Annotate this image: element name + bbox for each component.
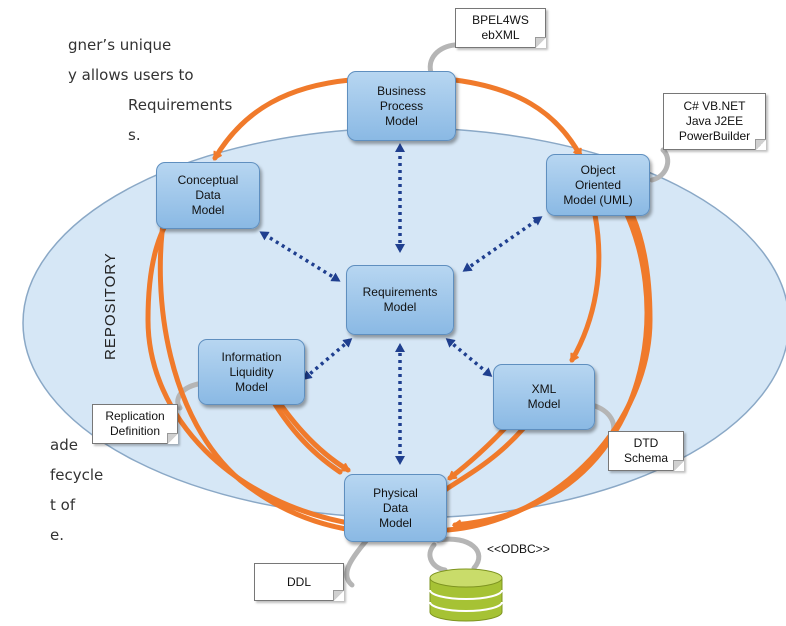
dtd-note-text: DTD Schema bbox=[623, 436, 669, 465]
conceptual-data-model-label: Conceptual Data Model bbox=[177, 173, 239, 217]
side-text-top-1: gner’s unique bbox=[68, 36, 172, 54]
business-process-model-node: Business Process Model bbox=[347, 71, 456, 141]
business-process-model-label: Business Process Model bbox=[377, 83, 426, 128]
bpel-note: BPEL4WS ebXML bbox=[455, 8, 546, 48]
side-text-top-4: s. bbox=[128, 126, 141, 144]
orange-arrow-object-to-xml bbox=[569, 212, 602, 360]
physical-data-model-label: Physical Data Model bbox=[373, 485, 418, 530]
information-liquidity-model-node: Information Liquidity Model bbox=[198, 339, 305, 405]
physical-data-model-node: Physical Data Model bbox=[344, 474, 447, 542]
object-oriented-model-label: Object Oriented Model (UML) bbox=[563, 162, 633, 207]
blue-arrow-req-conceptual bbox=[259, 231, 341, 282]
ddl-note-text: DDL bbox=[286, 574, 311, 589]
bpel-note-text: BPEL4WS ebXML bbox=[472, 13, 529, 42]
requirements-model-node: Requirements Model bbox=[346, 265, 454, 335]
orange-arrow-outer-left-down bbox=[157, 207, 352, 530]
side-text-bottom-2: fecycle bbox=[50, 466, 104, 484]
odbc-connector-left bbox=[427, 542, 448, 573]
languages-note: C# VB.NET Java J2EE PowerBuilder bbox=[663, 93, 766, 150]
requirements-model-label: Requirements Model bbox=[362, 285, 438, 314]
side-text-top-2: y allows users to bbox=[68, 66, 194, 84]
languages-note-text: C# VB.NET Java J2EE PowerBuilder bbox=[678, 99, 751, 143]
side-text-top-3: Requirements bbox=[128, 96, 233, 114]
information-liquidity-model-label: Information Liquidity Model bbox=[221, 349, 282, 394]
side-text-bottom-1: ade bbox=[50, 436, 78, 454]
orange-arrow-bp-to-object bbox=[452, 77, 583, 155]
odbc-connector-right bbox=[435, 536, 482, 571]
repository-label: REPOSITORY bbox=[102, 252, 119, 360]
replication-note: Replication Definition bbox=[92, 404, 178, 444]
side-text-bottom-3: t of bbox=[50, 496, 76, 514]
blue-arrow-req-xml bbox=[445, 338, 493, 377]
orange-arrow-outer-right-down bbox=[455, 205, 650, 525]
orange-arrow-bp-to-conceptual bbox=[212, 77, 353, 158]
xml-model-node: XML Model bbox=[493, 364, 595, 430]
xml-model-label: XML Model bbox=[527, 382, 561, 411]
blue-arrow-req-info bbox=[302, 338, 353, 380]
database-icon bbox=[429, 568, 503, 622]
replication-note-text: Replication Definition bbox=[105, 409, 165, 438]
odbc-label: <<ODBC>> bbox=[487, 542, 550, 556]
side-text-bottom-4: e. bbox=[50, 526, 64, 544]
languages-connector bbox=[649, 147, 671, 183]
object-oriented-model-node: Object Oriented Model (UML) bbox=[546, 154, 650, 216]
ddl-note: DDL bbox=[254, 563, 344, 601]
conceptual-data-model-node: Conceptual Data Model bbox=[156, 162, 260, 229]
blue-arrow-req-object bbox=[462, 216, 543, 272]
dtd-note: DTD Schema bbox=[608, 431, 684, 471]
ddl-connector bbox=[344, 538, 369, 588]
